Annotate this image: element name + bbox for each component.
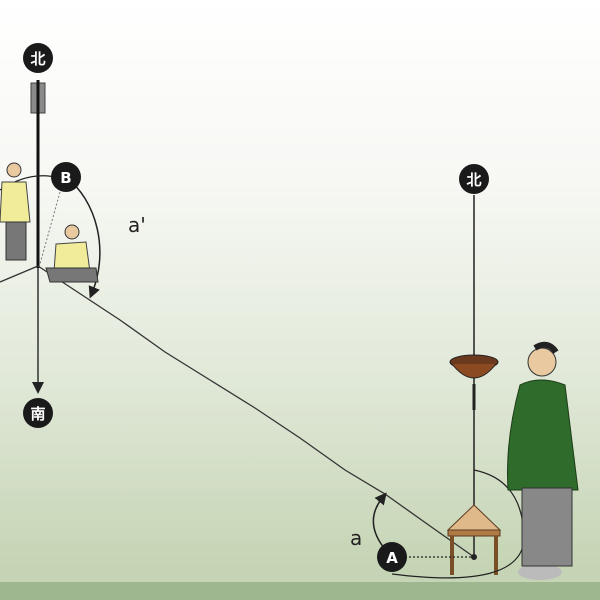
point-a-marker: A (377, 542, 407, 572)
north-marker-right: 北 (459, 164, 489, 194)
svg-text:北: 北 (30, 50, 45, 68)
left-pole (30, 80, 46, 394)
svg-text:B: B (60, 169, 71, 187)
brazier (449, 354, 499, 410)
kneeling-surveyor (45, 224, 99, 283)
svg-text:北: 北 (466, 171, 481, 189)
survey-stand (446, 504, 502, 575)
svg-text:A: A (386, 549, 398, 567)
point-b-marker: B (51, 162, 81, 192)
measuring-rope (37, 265, 475, 558)
angle-label-a-prime: a' (128, 213, 146, 237)
angle-label-a: a (350, 526, 362, 550)
svg-text:南: 南 (30, 405, 45, 423)
ground-strip (0, 582, 600, 600)
south-marker-left: 南 (23, 398, 53, 428)
standing-surveyor (0, 162, 31, 261)
north-marker-left: 北 (23, 43, 53, 73)
observer-green-coat (507, 341, 579, 580)
